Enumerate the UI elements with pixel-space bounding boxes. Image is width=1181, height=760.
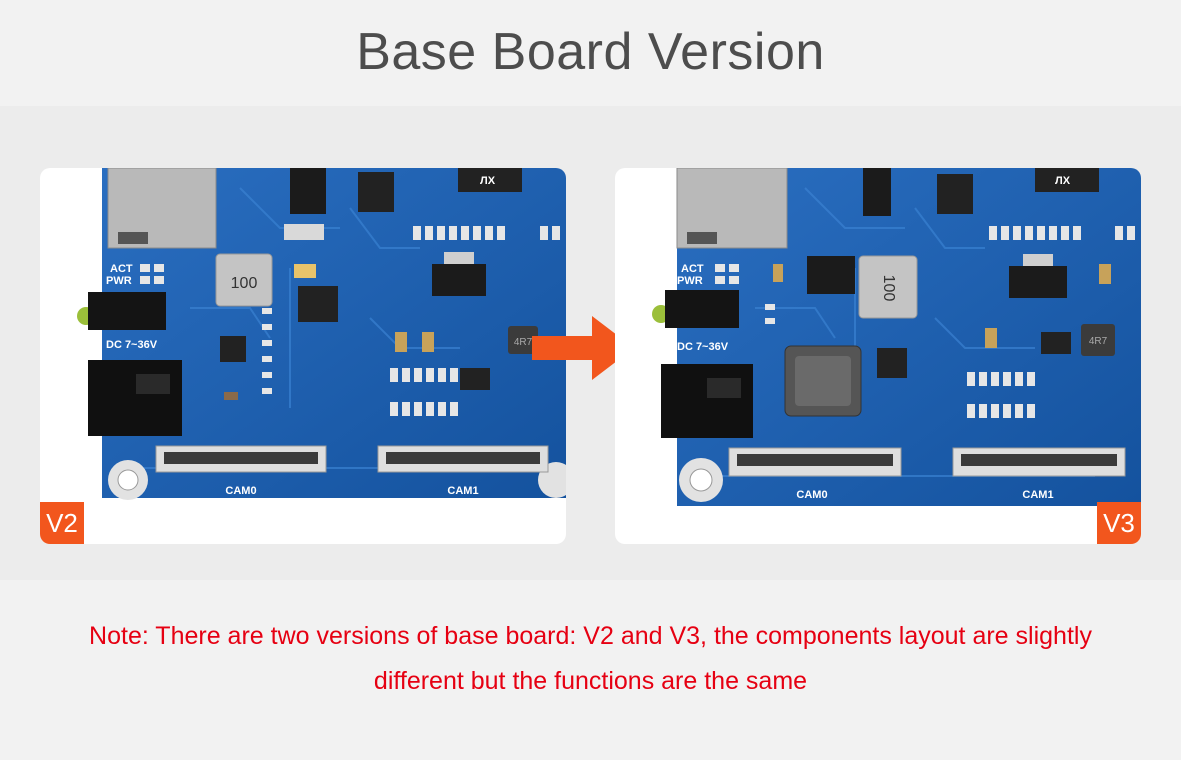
pwr-label-v3: PWR xyxy=(677,275,703,287)
svg-text:ЛX: ЛX xyxy=(1055,175,1071,187)
version-badge-v3: V3 xyxy=(1097,502,1141,544)
version-note: Note: There are two versions of base boa… xyxy=(0,614,1181,704)
cam0-label-v3: CAM0 xyxy=(796,489,827,501)
board-photo-v2: ЛX 100 4R7 xyxy=(77,168,566,500)
cam1-label-v3: CAM1 xyxy=(1022,489,1053,501)
cam1-label-v2: CAM1 xyxy=(447,485,478,497)
cam0-label-v2: CAM0 xyxy=(225,485,256,497)
board-photo-v3: ЛX 100 4R7 xyxy=(652,168,1141,506)
svg-text:ЛX: ЛX xyxy=(480,175,496,187)
version-badge-v2: V2 xyxy=(40,502,84,544)
board-card-v2: ЛX 100 4R7 xyxy=(40,168,566,544)
note-line-1: Note: There are two versions of base boa… xyxy=(89,622,1092,650)
inductor-label-v3: 100 xyxy=(880,275,897,302)
page-title: Base Board Version xyxy=(356,23,825,81)
dc-label-v2: DC 7~36V xyxy=(106,339,158,351)
note-line-2: different but the functions are the same xyxy=(373,667,808,695)
inductor2-label-v2: 4R7 xyxy=(514,337,533,348)
arrow-right-icon xyxy=(532,316,634,380)
act-label-v3: ACT xyxy=(681,263,704,275)
dc-label-v3: DC 7~36V xyxy=(677,341,729,353)
pwr-label-v2: PWR xyxy=(106,275,132,287)
board-card-v3: ЛX 100 4R7 xyxy=(615,168,1141,544)
inductor2-label-v3: 4R7 xyxy=(1089,336,1108,347)
act-label-v2: ACT xyxy=(110,263,133,275)
inductor-label-v2: 100 xyxy=(231,275,258,292)
